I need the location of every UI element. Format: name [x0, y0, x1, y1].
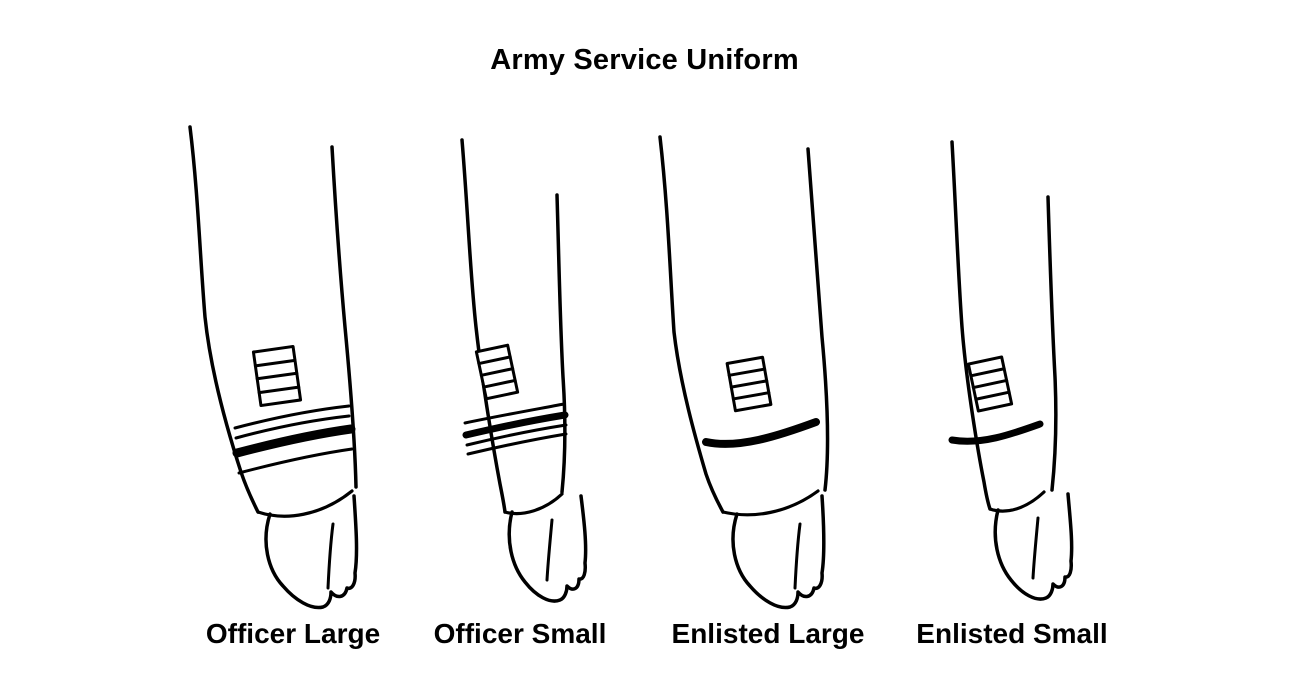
fist-icon: [731, 494, 826, 610]
sleeve-illustration-officer-small: [460, 138, 588, 603]
fist-icon: [507, 494, 588, 603]
officer-braid-icon: [462, 402, 569, 456]
sleeve-outline: [460, 138, 567, 514]
figure-enlisted-large: [648, 122, 888, 610]
diagram-title: Army Service Uniform: [490, 44, 799, 76]
sleeve-illustration-enlisted-small: [948, 140, 1074, 601]
service-stripes-icon: [725, 355, 773, 413]
figure-officer-small: [400, 122, 640, 603]
cuff-hem: [721, 489, 820, 517]
sleeve-illustration-officer-large: [188, 125, 359, 610]
figure-caption-officer-small: Officer Small: [433, 618, 607, 649]
fist-icon: [264, 494, 359, 610]
figure-officer-large: [173, 122, 413, 610]
service-stripes-icon: [966, 355, 1014, 413]
figure-caption-enlisted-large: Enlisted Large: [671, 618, 865, 649]
cuff-hem: [503, 492, 564, 516]
enlisted-braid-icon: [702, 418, 820, 448]
fist-icon: [993, 492, 1074, 601]
cuff-hem: [988, 490, 1046, 513]
service-stripes-icon: [474, 343, 520, 401]
sleeve-outline: [188, 125, 358, 514]
officer-braid-icon: [232, 404, 356, 475]
sleeve-illustration-enlisted-large: [658, 135, 830, 610]
cuff-hem: [256, 489, 354, 518]
figure-caption-enlisted-small: Enlisted Small: [916, 618, 1108, 649]
figure-caption-officer-large: Officer Large: [205, 618, 381, 649]
sleeve-outline: [950, 140, 1058, 511]
service-stripes-icon: [251, 344, 303, 408]
sleeve-outline: [658, 135, 830, 514]
figure-enlisted-small: [892, 122, 1132, 602]
enlisted-braid-icon: [948, 420, 1044, 445]
